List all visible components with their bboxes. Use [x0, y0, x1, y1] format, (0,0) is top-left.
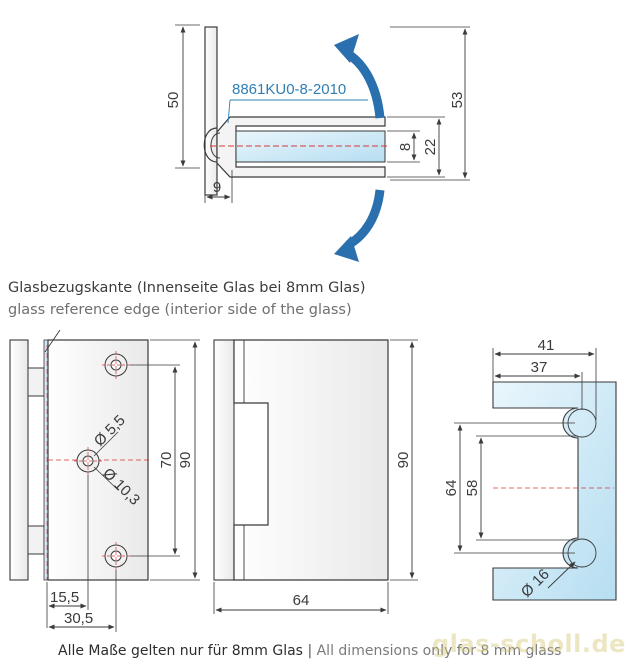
dim-label-53: 53 [449, 92, 466, 109]
glass-pane [235, 130, 386, 163]
rotation-arrow-up [345, 50, 385, 119]
dim-label-70: 70 [158, 452, 175, 469]
glass-cutout [492, 381, 617, 601]
dim-label-8: 8 [397, 143, 414, 151]
dim-label-64-cutout: 64 [443, 480, 460, 497]
dim-label-30-5: 30,5 [64, 610, 93, 627]
side-view: 90 64 [213, 339, 418, 614]
dim-label-37: 37 [531, 359, 548, 376]
dim-label-41: 41 [538, 337, 555, 354]
screw-hole-top [102, 351, 130, 379]
front-view: Ø 5,5 Ø 10,3 70 90 15,5 30,5 [9, 329, 200, 632]
screw-hole-middle [74, 447, 102, 475]
dim-label-22: 22 [422, 139, 439, 156]
reference-caption-german: Glasbezugskante (Innenseite Glas bei 8mm… [8, 280, 366, 296]
reference-caption-english: glass reference edge (interior side of t… [8, 302, 352, 318]
dim-label-9: 9 [213, 179, 221, 196]
screw-hole-bottom [102, 542, 130, 570]
hinge-body [216, 116, 386, 178]
dim-label-15-5: 15,5 [50, 589, 79, 606]
part-code: 8861KU0-8-2010 [232, 81, 346, 98]
hinge-knuckle [203, 127, 218, 163]
side-hinge-body [233, 339, 389, 581]
dim-label-58: 58 [464, 480, 481, 497]
footer-note: Alle Maße gelten nur für 8mm Glas | All … [58, 643, 561, 659]
footer-text-german: Alle Maße gelten nur für 8mm Glas [58, 643, 303, 659]
footer-separator: | [307, 643, 313, 659]
top-view: 8861KU0-8-2010 50 53 8 22 9 [165, 24, 470, 262]
watermark: glas-scholl.de [432, 630, 626, 658]
dim-label-50: 50 [165, 92, 182, 109]
wall-plate [204, 26, 218, 196]
footer-text-english: All dimensions only for 8 mm glass [316, 643, 562, 659]
cutout-view: 41 37 64 58 Ø 16 [443, 337, 617, 601]
dim-label-64-side: 64 [293, 592, 310, 609]
rotation-arrow-down [345, 189, 385, 249]
side-plate-back [213, 339, 235, 581]
dim-label-90-side: 90 [395, 452, 412, 469]
dim-label-90-front: 90 [177, 452, 194, 469]
